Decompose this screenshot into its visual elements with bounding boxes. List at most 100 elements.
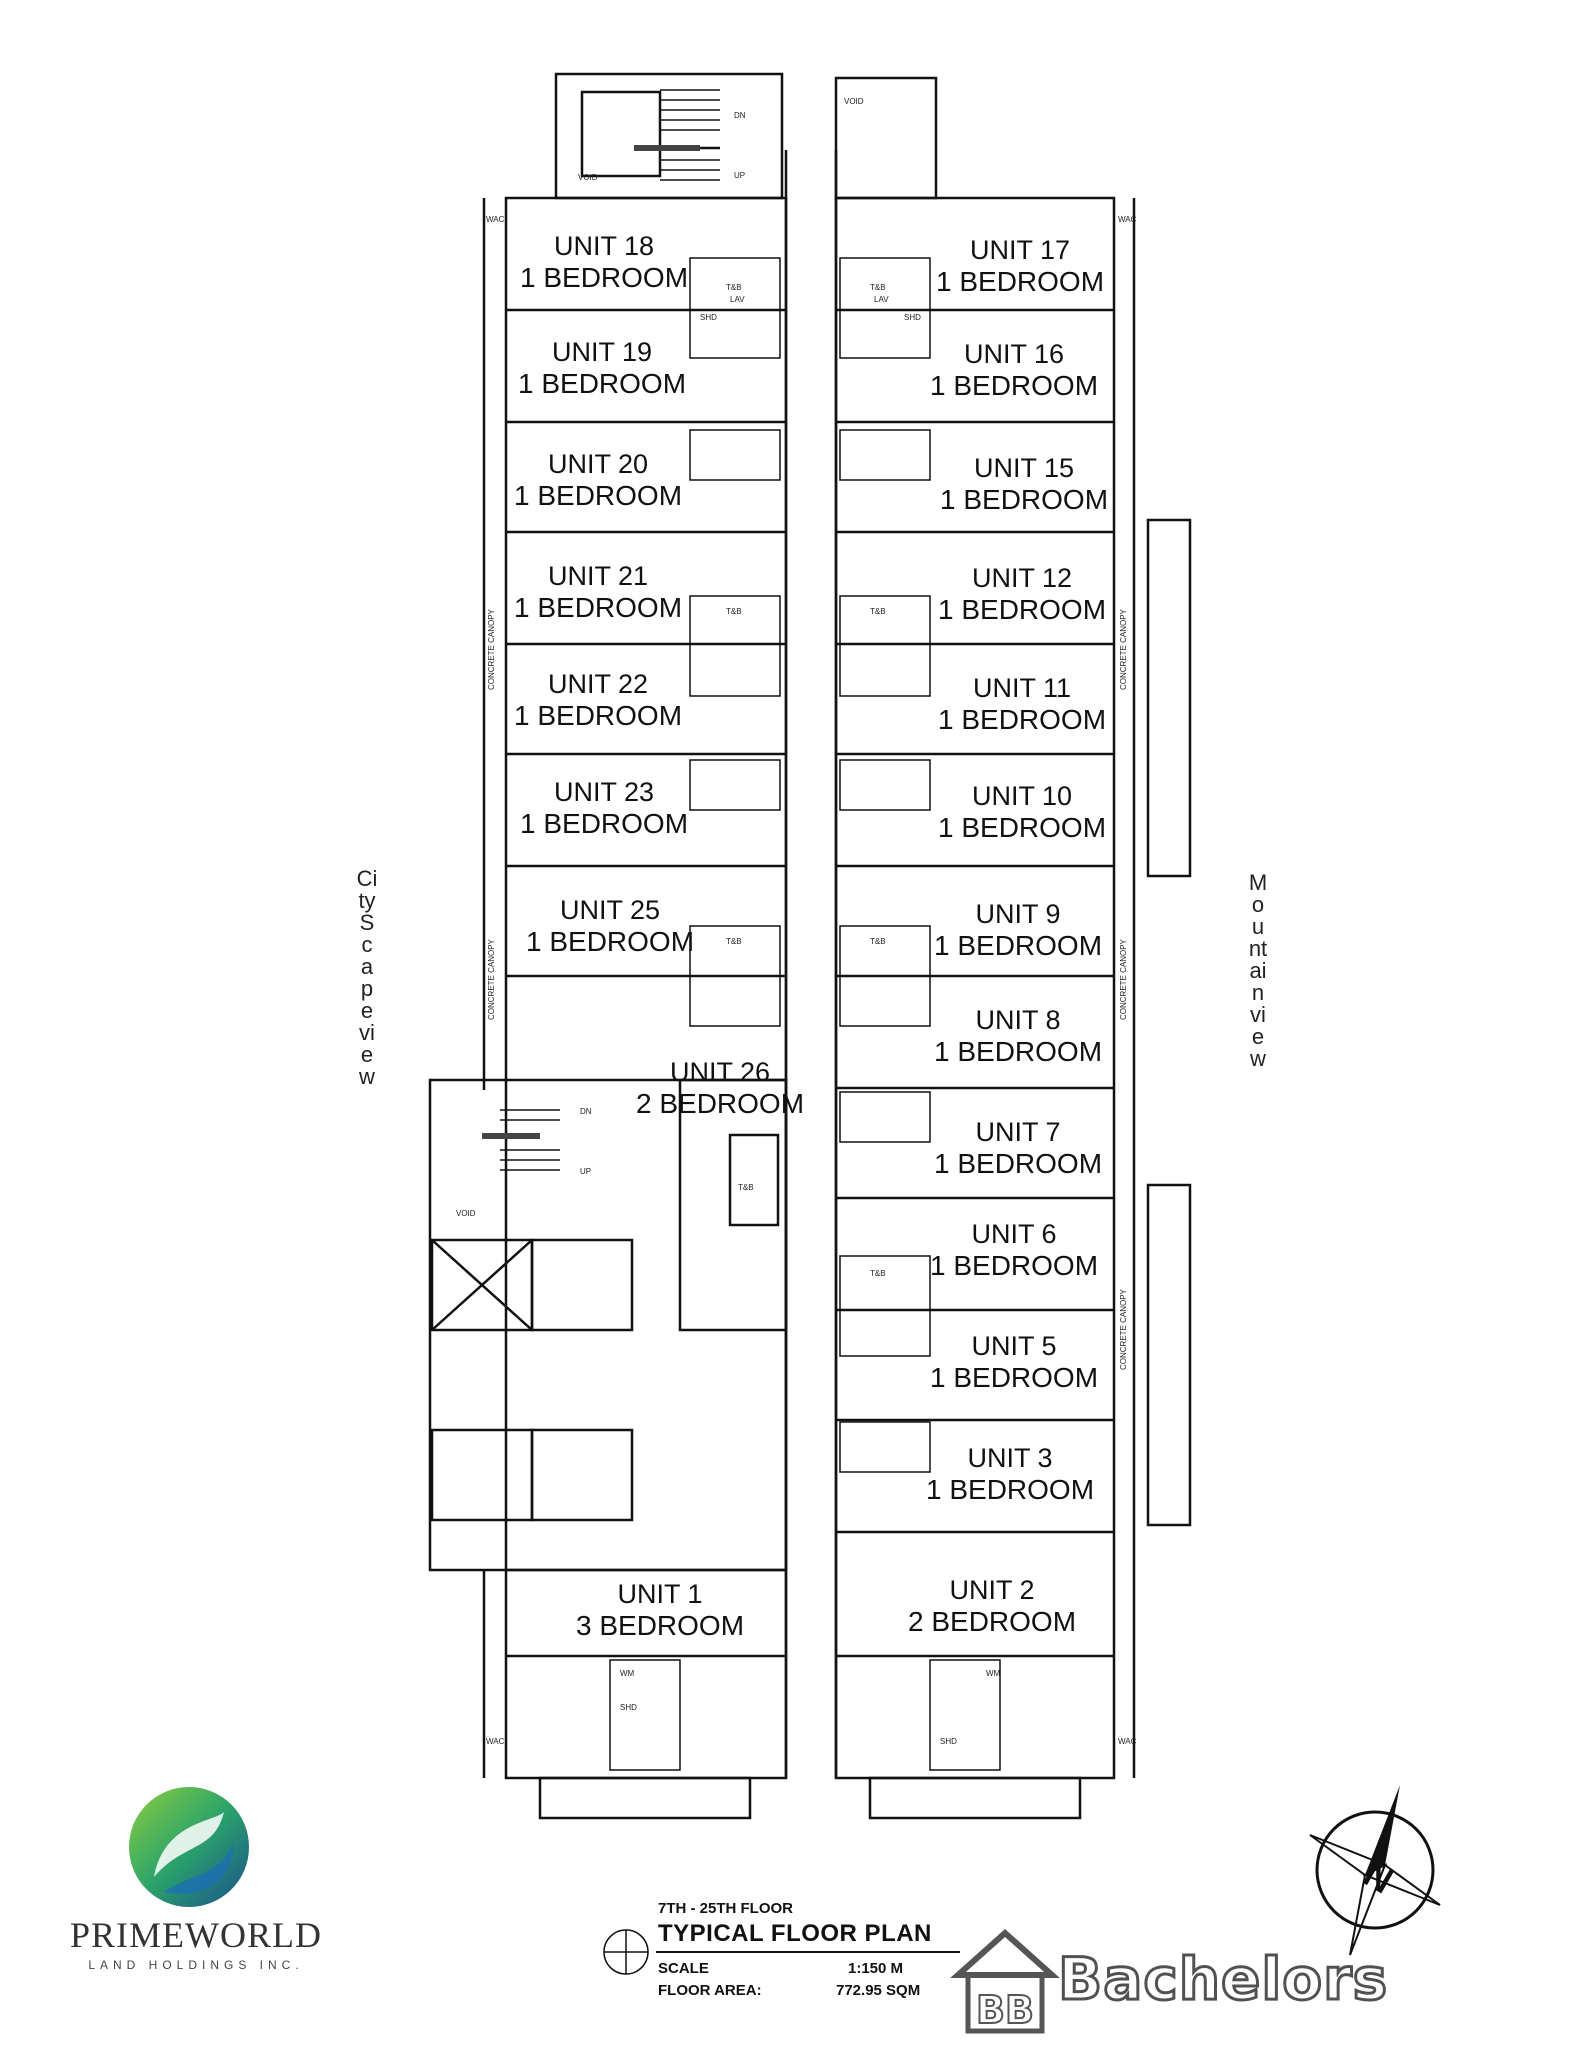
unit-type: 1 BEDROOM <box>514 592 683 623</box>
unit-type: 1 BEDROOM <box>926 1474 1095 1505</box>
tb-label: T&B <box>870 607 886 616</box>
logo-name: PRIMEWORLD <box>70 1915 322 1955</box>
shd-label: SHD <box>940 1737 957 1746</box>
unit-type: 1 BEDROOM <box>940 484 1109 515</box>
unit-type: 1 BEDROOM <box>526 926 695 957</box>
stair-dn-label: DN <box>734 111 746 120</box>
unit-name: UNIT 1 <box>617 1579 703 1609</box>
stair-up-label: UP <box>734 171 745 180</box>
unit-type: 1 BEDROOM <box>520 808 689 839</box>
right-wing-outline <box>834 196 1116 1780</box>
wac-label: WAC <box>486 1737 505 1746</box>
unit-type: 1 BEDROOM <box>934 1036 1103 1067</box>
unit-name: UNIT 6 <box>971 1219 1057 1249</box>
floor-area-label: FLOOR AREA: <box>658 1982 762 1999</box>
tb-label: T&B <box>870 283 886 292</box>
left-wing-outline <box>504 196 788 1780</box>
unit-name: UNIT 22 <box>547 669 649 699</box>
watermark-mark: BB <box>976 1988 1034 2032</box>
unit-name: UNIT 12 <box>971 563 1073 593</box>
unit-name: UNIT 3 <box>967 1443 1053 1473</box>
unit-label-10: UNIT 10 1 BEDROOM <box>938 780 1106 844</box>
unit-type: 2 BEDROOM <box>908 1606 1077 1637</box>
unit-type: 1 BEDROOM <box>936 266 1105 297</box>
unit-label-18: UNIT 18 1 BEDROOM <box>520 230 688 294</box>
logo-mark-icon <box>129 1787 249 1907</box>
unit-type: 1 BEDROOM <box>938 812 1107 843</box>
wac-label: WAC <box>1118 1737 1137 1746</box>
unit-name: UNIT 7 <box>975 1117 1061 1147</box>
unit-name: UNIT 11 <box>972 673 1072 703</box>
unit-name: UNIT 8 <box>975 1005 1061 1035</box>
unit-label-7: UNIT 7 1 BEDROOM <box>934 1116 1102 1180</box>
wac-label: WAC <box>486 215 505 224</box>
void-label: VOID <box>578 173 598 182</box>
cityscape-view-label: CityScape view <box>356 866 378 1089</box>
unit-name: UNIT 18 <box>553 231 655 261</box>
unit-type: 1 BEDROOM <box>514 700 683 731</box>
unit-label-23: UNIT 23 1 BEDROOM <box>520 776 688 840</box>
unit-name: UNIT 23 <box>553 777 655 807</box>
unit-type: 2 BEDROOM <box>636 1088 805 1119</box>
canopy-label-right: CONCRETE CANOPY <box>1119 608 1128 690</box>
north-letter: N <box>1357 1853 1400 1902</box>
primeworld-logo: PRIMEWORLD LAND HOLDINGS INC. <box>56 1782 346 1982</box>
unit-label-9: UNIT 9 1 BEDROOM <box>934 898 1102 962</box>
title-block-frame <box>603 1929 960 1975</box>
canopy-label-right: CONCRETE CANOPY <box>1119 1288 1128 1370</box>
void-label: VOID <box>844 97 864 106</box>
north-compass-icon: N <box>1309 1785 1441 1956</box>
canopy-label-right: CONCRETE CANOPY <box>1119 938 1128 1020</box>
tb-label: T&B <box>870 1269 886 1278</box>
unit-type: 1 BEDROOM <box>514 480 683 511</box>
unit-label-3: UNIT 3 1 BEDROOM <box>926 1442 1094 1506</box>
unit-label-6: UNIT 6 1 BEDROOM <box>930 1218 1098 1282</box>
tb-label: T&B <box>870 937 886 946</box>
house-logo-icon: BB <box>950 1928 1060 2034</box>
unit-label-22: UNIT 22 1 BEDROOM <box>514 668 682 732</box>
unit-label-11: UNIT 11 1 BEDROOM <box>938 672 1106 736</box>
unit-name: UNIT 19 <box>551 337 653 367</box>
unit-name: UNIT 20 <box>547 449 649 479</box>
title-block: 7TH - 25TH FLOOR TYPICAL FLOOR PLAN SCAL… <box>600 1900 980 2030</box>
wm-label: WM <box>620 1669 635 1678</box>
unit-label-5: UNIT 5 1 BEDROOM <box>930 1330 1098 1394</box>
unit-type: 1 BEDROOM <box>934 1148 1103 1179</box>
unit-label-8: UNIT 8 1 BEDROOM <box>934 1004 1102 1068</box>
unit-label-1: UNIT 1 3 BEDROOM <box>576 1578 744 1642</box>
stair-dn-label: DN <box>580 1107 592 1116</box>
watermark-text: Bachelors <box>1056 1944 1389 2015</box>
unit-type: 1 BEDROOM <box>934 930 1103 961</box>
shd-label: SHD <box>620 1703 637 1712</box>
unit-type: 1 BEDROOM <box>518 368 687 399</box>
wm-label: WM <box>986 1669 1001 1678</box>
unit-type: 1 BEDROOM <box>930 1250 1099 1281</box>
unit-name: UNIT 16 <box>963 339 1065 369</box>
lav-label: LAV <box>874 295 889 304</box>
unit-type: 1 BEDROOM <box>938 594 1107 625</box>
floor-range: 7TH - 25TH FLOOR <box>658 1900 794 1917</box>
unit-name: UNIT 2 <box>949 1575 1035 1605</box>
unit-label-15: UNIT 15 1 BEDROOM <box>940 452 1108 516</box>
floor-area-value: 772.95 SQM <box>836 1982 921 1999</box>
unit-label-12: UNIT 12 1 BEDROOM <box>938 562 1106 626</box>
unit-label-20: UNIT 20 1 BEDROOM <box>514 448 682 512</box>
unit-label-21: UNIT 21 1 BEDROOM <box>514 560 682 624</box>
canopy-label-left: CONCRETE CANOPY <box>487 938 496 1020</box>
unit-name: UNIT 21 <box>547 561 649 591</box>
unit-name: UNIT 26 <box>669 1057 771 1087</box>
unit-name: UNIT 9 <box>975 899 1061 929</box>
tb-label: T&B <box>726 937 742 946</box>
scale-value: 1:150 M <box>848 1960 904 1977</box>
unit-name: UNIT 25 <box>559 895 661 925</box>
unit-label-26: UNIT 26 2 BEDROOM <box>636 1056 804 1120</box>
unit-label-2: UNIT 2 2 BEDROOM <box>908 1574 1076 1638</box>
tb-label: T&B <box>738 1183 754 1192</box>
unit-name: UNIT 17 <box>969 235 1071 265</box>
void-label: VOID <box>456 1209 476 1218</box>
unit-type: 1 BEDROOM <box>520 262 689 293</box>
unit-type: 1 BEDROOM <box>930 1362 1099 1393</box>
shd-label: SHD <box>700 313 717 322</box>
stair-up-label: UP <box>580 1167 591 1176</box>
